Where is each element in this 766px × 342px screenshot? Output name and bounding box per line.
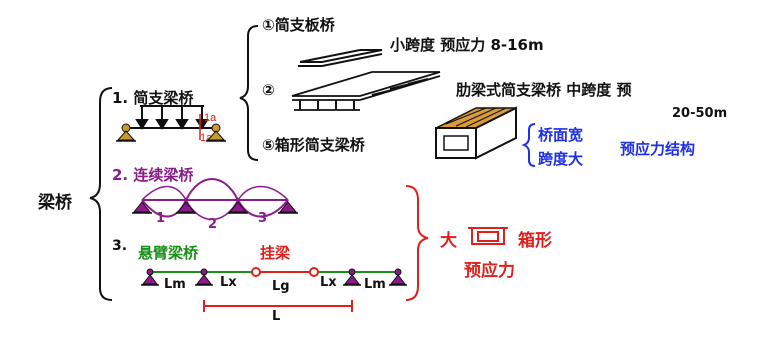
summary-box: 箱形 [518,230,552,251]
cantilever-supports [141,268,407,285]
support-left [116,123,136,142]
slab-bridge-icon [298,49,383,67]
summary-prestressed: 预应力 [464,260,515,281]
tbeam-bridge-icon [291,71,441,111]
continuous-supports [132,201,298,213]
suspended-span-title: 挂梁 [260,244,291,262]
load-arrows [135,105,209,130]
span-label-3: 3 [258,211,267,226]
cantilever-title: 悬臂梁桥 [138,244,199,262]
root-brace [89,87,113,301]
hinge-left [251,267,261,277]
type-tbeam-desc: 肋梁式简支梁桥 中跨度 预 [456,81,631,99]
type-tbeam-span: 20-50m [672,106,727,121]
type-slab-desc: 小跨度 预应力 8-16m [390,36,544,54]
length-label-lm-right: Lm [364,277,386,292]
types-brace [239,25,259,161]
type-tbeam-label: ② [262,81,275,99]
box-note-prestressed: 预应力结构 [620,140,695,158]
simple-beam-title: 1. 简支梁桥 [112,89,194,107]
box-note-large-span: 跨度大 [538,150,583,168]
total-span-label: L [272,309,280,324]
box-section-icon [468,227,508,245]
root-label: 梁桥 [37,192,73,213]
span-label-2: 2 [208,217,217,232]
simple-beam-group: 1. 简支梁桥 1a 1a [112,89,226,144]
continuous-beam-group: 2. 连续梁桥 1 2 3 [112,166,298,232]
continuous-moment-curve-2 [141,185,289,221]
box-girder-icon [435,106,517,160]
continuous-beam-title: 2. 连续梁桥 [112,166,194,184]
summary-big: 大 [440,230,457,251]
hinge-right [309,267,319,277]
type-slab-label: ①简支板桥 [262,16,336,34]
continuous-moment-curve [141,178,289,218]
box-note-wide-deck: 桥面宽 [538,126,583,144]
type-box-label: ⑤箱形简支梁桥 [262,136,366,154]
length-label-lm-left: Lm [164,277,186,292]
cantilever-beam-group: 3. 悬臂梁桥 挂梁 Lm Lx Lg Lx Lm L [112,238,407,324]
span-label-1: 1 [156,211,165,226]
length-label-lg: Lg [272,279,290,294]
summary-brace [405,185,429,301]
length-label-lx-right: Lx [320,275,337,290]
box-notes-brace [521,123,536,167]
support-right [206,123,226,142]
section-mark-top: 1a [204,112,217,124]
cantilever-num: 3. [112,238,127,254]
length-label-lx-left: Lx [220,275,237,290]
